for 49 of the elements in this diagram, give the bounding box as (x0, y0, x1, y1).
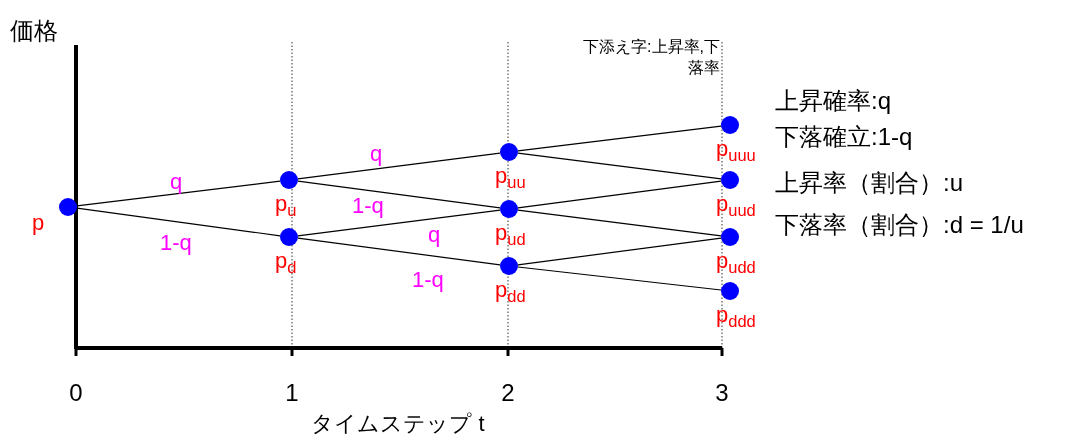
tree-line (76, 207, 281, 237)
price-label: p$_{udd}$ (716, 249, 756, 277)
axis-title: 価格 (10, 18, 58, 45)
price-label: p (32, 211, 45, 236)
tree-line (517, 237, 722, 266)
price-node-dot (721, 282, 739, 300)
price-node-dot (280, 228, 298, 246)
tick-label: 3 (715, 380, 729, 407)
price-node-dot (721, 228, 739, 246)
price-label: p$_{u}$ (275, 192, 297, 220)
tick-label: 2 (501, 380, 515, 407)
price-node-dot (721, 116, 739, 134)
price-label: p$_{dd}$ (495, 278, 526, 306)
price-node-dot (280, 171, 298, 189)
tree-line (517, 152, 722, 180)
price-label: p$_{ddd}$ (716, 303, 756, 331)
price-label: p$_{uuu}$ (716, 137, 756, 165)
price-label: p$_{d}$ (275, 249, 297, 277)
price-node-dot (59, 198, 77, 216)
edge-label: q (370, 142, 383, 167)
tree-line (517, 209, 722, 237)
edge-label: 1-q (160, 231, 192, 256)
tree-line (297, 209, 501, 237)
price-label: p$_{ud}$ (495, 221, 526, 249)
price-label: p$_{uu}$ (495, 164, 526, 192)
definition-text: 下落確立:1-q (775, 124, 913, 151)
price-label: p$_{uud}$ (716, 192, 756, 220)
tree-line (297, 152, 501, 180)
price-node-dot (721, 171, 739, 189)
price-node-dot (500, 200, 518, 218)
tree-line (517, 266, 722, 291)
note-text: 下添え字:上昇率,下落率 (582, 37, 720, 78)
tick-label: 1 (285, 380, 299, 407)
axis-title: タイムステップ t (311, 412, 485, 437)
tick-label: 0 (69, 380, 83, 407)
price-node-dot (500, 257, 518, 275)
definition-text: 上昇確率:q (775, 88, 891, 115)
tree-line (297, 237, 501, 266)
definition-text: 上昇率（割合）:u (775, 170, 963, 197)
edge-label: q (170, 170, 183, 195)
edge-label: 1-q (352, 194, 384, 219)
edge-label: 1-q (412, 268, 444, 293)
tree-line (297, 180, 501, 209)
edge-label: q (428, 223, 441, 248)
tree-line (76, 180, 281, 207)
tree-line (517, 180, 722, 209)
price-node-dot (500, 143, 518, 161)
definition-text: 下落率（割合）:d = 1/u (775, 212, 1024, 239)
tree-line (517, 125, 722, 152)
